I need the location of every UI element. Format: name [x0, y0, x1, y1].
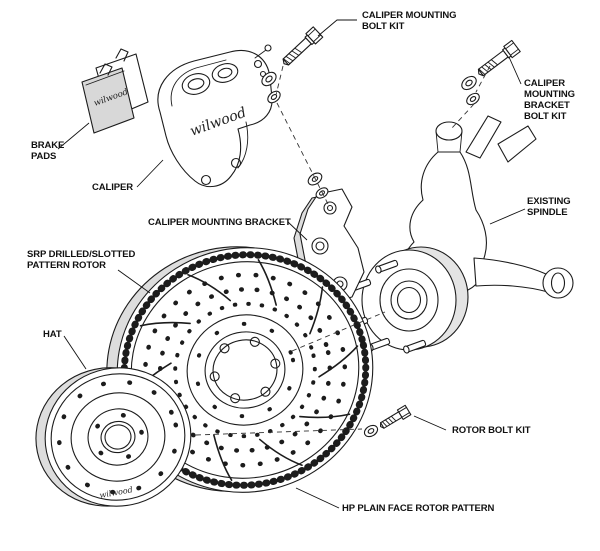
rotor-center-opening [204, 331, 286, 409]
rotor-drill-ring [157, 287, 333, 453]
label-caliper: CALIPER [92, 182, 133, 193]
label-rotor-bolt-kit: ROTOR BOLT KIT [452, 425, 531, 436]
caliper-drawing: wilwood [157, 44, 273, 188]
washer [461, 75, 477, 91]
label-caliper-mounting-bracket: CALIPER MOUNTING BRACKET [148, 217, 291, 228]
hat-drawing [35, 367, 192, 507]
washer [267, 90, 281, 104]
hardware [261, 26, 521, 438]
label-existing-spindle: EXISTING SPINDLE [527, 196, 571, 218]
label-brake-pads: BRAKE PADS [31, 140, 65, 162]
rotor-drill-ring [142, 272, 348, 468]
rotor-center-lobes [209, 336, 281, 404]
label-caliper-mounting-bracket-bolt-kit: CALIPER MOUNTING BRACKET BOLT KIT [524, 78, 575, 122]
label-hat: HAT [43, 329, 62, 340]
label-srp-rotor: SRP DRILLED/SLOTTED PATTERN ROTOR [27, 249, 136, 271]
rotor-hat-bolt-holes [194, 321, 296, 419]
caliper-lug-hole [230, 157, 242, 169]
caliper-mounting-bolt [282, 26, 324, 66]
brake-pads-drawing: wilwood [81, 48, 149, 134]
spindle-drawing [345, 115, 574, 354]
bleed-screw [253, 59, 263, 69]
spindle-bolt-boss [435, 121, 463, 141]
leader-lines [57, 19, 526, 509]
pad-retainer-pin [264, 44, 272, 52]
washer [261, 71, 277, 87]
rotor-drill-ring [173, 301, 317, 439]
steering-arm [473, 257, 549, 293]
bracket-mounting-bolt [477, 39, 521, 77]
spindle-fork-prong [497, 125, 537, 163]
washer [466, 92, 480, 106]
assembly-axis-lines [195, 65, 491, 436]
spindle-fork-prong [465, 115, 502, 159]
washer [363, 424, 379, 438]
caliper-lug-hole [200, 174, 212, 186]
label-caliper-mounting-bolt-kit: CALIPER MOUNTING BOLT KIT [362, 10, 457, 32]
hat-stud-holes [91, 412, 145, 462]
rotor-bolt [380, 404, 412, 429]
tie-rod-ball [542, 267, 574, 299]
label-hp-rotor: HP PLAIN FACE ROTOR PATTERN [342, 503, 495, 514]
hat-center-bore [100, 420, 136, 454]
hat-flange-holes [56, 379, 180, 495]
